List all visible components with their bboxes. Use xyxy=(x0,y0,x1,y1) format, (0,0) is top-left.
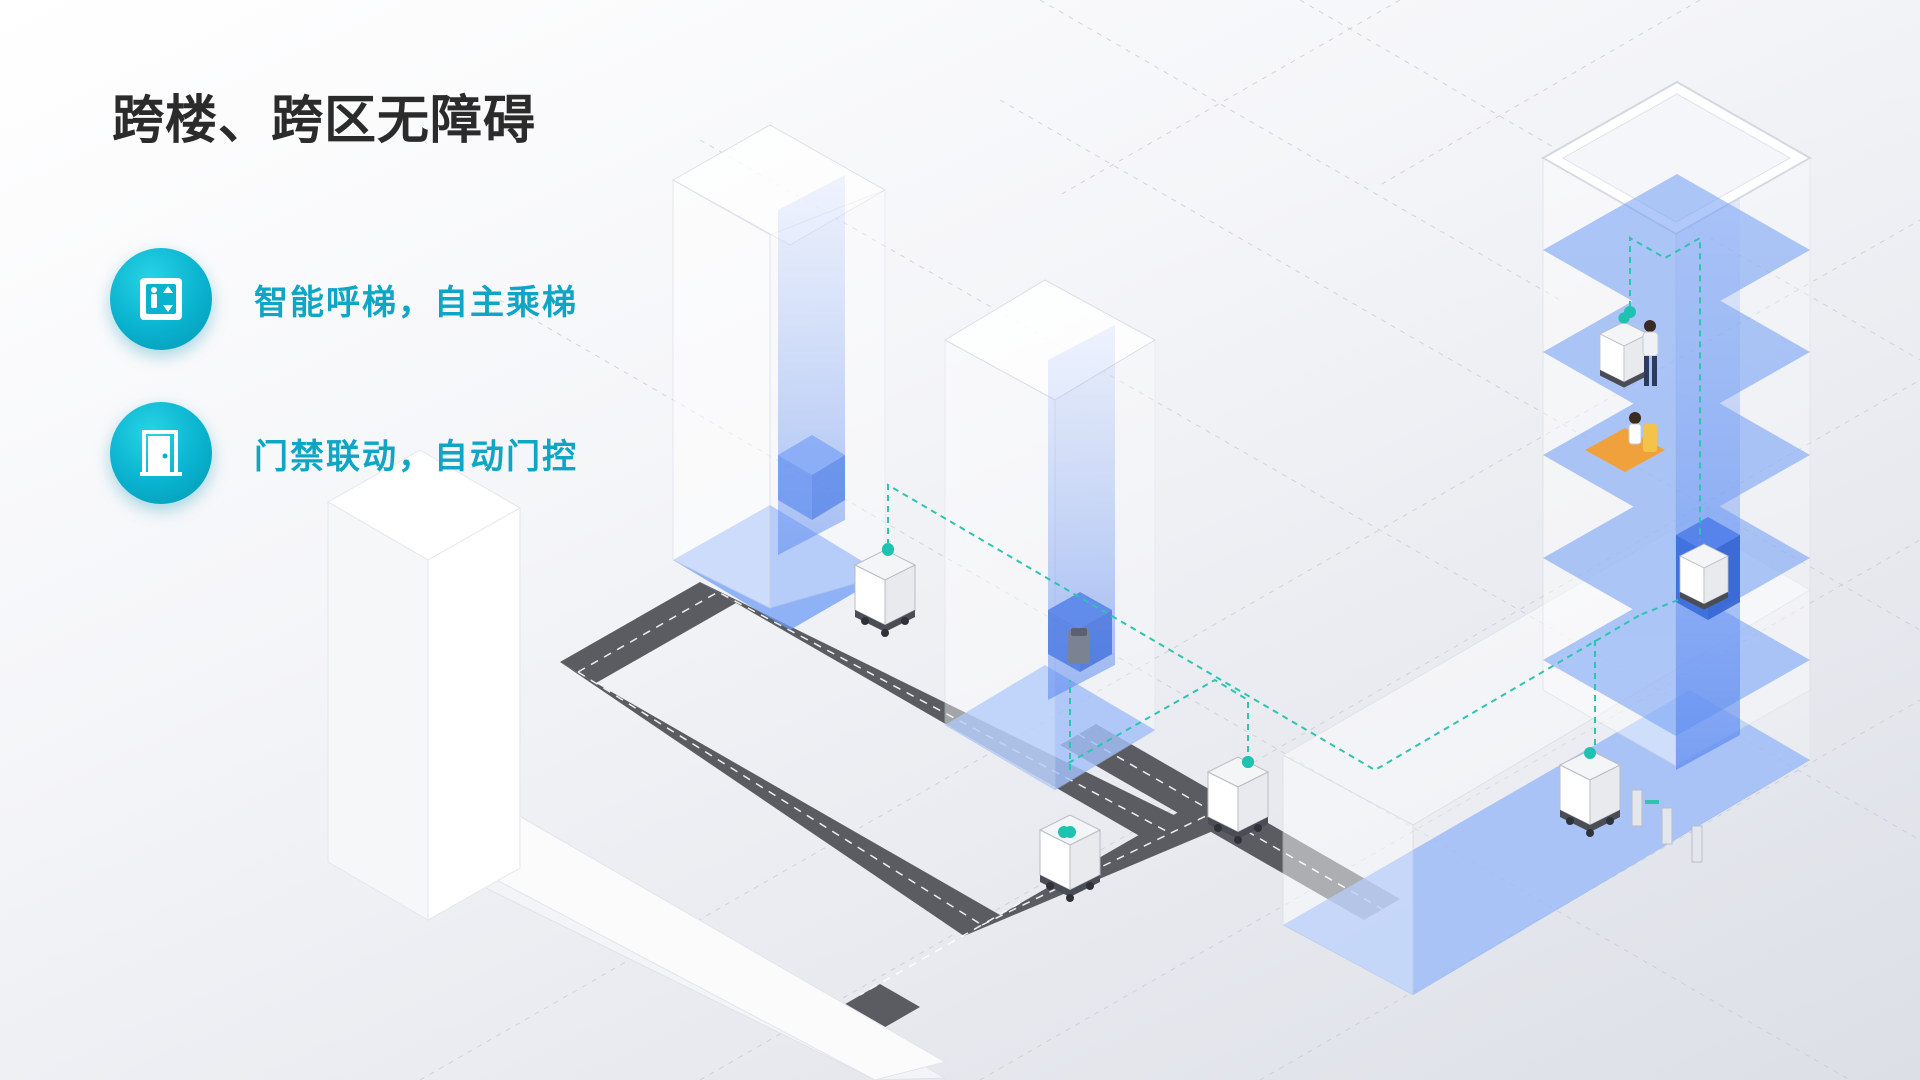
building-a xyxy=(671,124,887,630)
feature-door-label: 门禁联动，自动门控 xyxy=(254,436,578,477)
door-icon xyxy=(140,430,182,476)
access-gates xyxy=(1631,789,1703,863)
building-b xyxy=(943,279,1157,791)
robot-5 xyxy=(1679,543,1729,610)
feature-elevator-label: 智能呼梯，自主乘梯 xyxy=(254,282,578,323)
robot-1 xyxy=(853,543,917,637)
elevator-icon xyxy=(140,278,182,320)
building-left-far xyxy=(326,449,522,921)
person-standing xyxy=(1642,320,1659,386)
robot-4 xyxy=(1558,747,1622,837)
connection-lines xyxy=(887,236,1701,772)
page-title: 跨楼、跨区无障碍 xyxy=(112,91,537,151)
feature-door: 门禁联动，自动门控 xyxy=(110,402,578,504)
door-badge xyxy=(110,402,212,504)
connection-nodes xyxy=(882,306,1636,838)
feature-elevator: 智能呼梯，自主乘梯 xyxy=(110,248,578,350)
elevator-badge xyxy=(110,248,212,350)
robot-3 xyxy=(1206,756,1270,844)
building-c xyxy=(1281,80,1813,996)
person-at-desk xyxy=(1585,412,1665,472)
people xyxy=(1585,320,1665,472)
